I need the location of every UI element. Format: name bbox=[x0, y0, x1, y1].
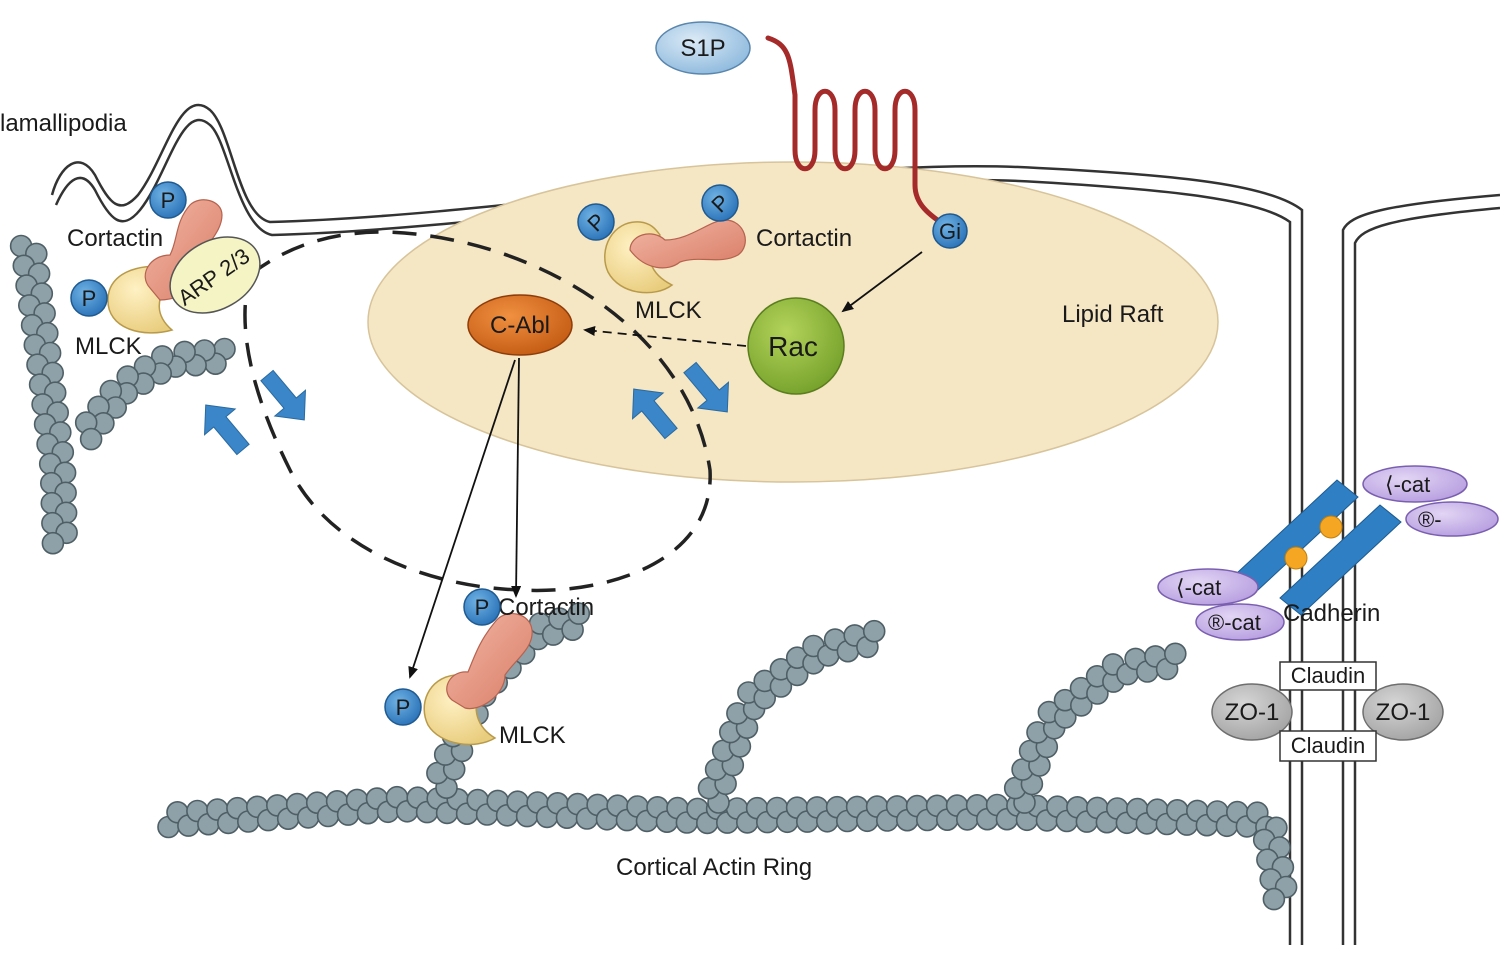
actin-filament-ring-branch-2 bbox=[697, 619, 886, 814]
claudin-bottom-label: Claudin bbox=[1291, 733, 1366, 758]
bottom-complex bbox=[423, 613, 533, 746]
alpha-cat-top-label: ⟨-cat bbox=[1385, 472, 1430, 497]
rac-node: Rac bbox=[747, 297, 845, 395]
alpha-cat-bottom-label: ⟨-cat bbox=[1176, 575, 1221, 600]
lamallipodia-label: lamallipodia bbox=[0, 110, 127, 137]
zo1-right: ZO-1 bbox=[1362, 683, 1444, 741]
claudin-bottom: Claudin bbox=[1279, 730, 1377, 762]
lipid-raft-label: Lipid Raft bbox=[1062, 301, 1164, 328]
actin-filament-cortical-ring bbox=[157, 785, 1298, 911]
beta-cat-bottom-label: ®-cat bbox=[1208, 610, 1261, 635]
gi-label: Gi bbox=[939, 219, 961, 244]
alpha-catenin-top: ⟨-cat bbox=[1362, 465, 1468, 503]
c-abl-label: C-Abl bbox=[490, 312, 550, 339]
calcium-ion-2 bbox=[1319, 515, 1343, 539]
arp23-complex bbox=[169, 236, 261, 314]
translocation-arrows-right bbox=[631, 361, 730, 440]
arrow-gi-to-rac bbox=[841, 251, 923, 313]
raft-complex bbox=[604, 219, 746, 294]
cell-junction: ⟨-cat ®- ⟨-cat ®-cat Cadherin ZO-1 ZO-1 … bbox=[1157, 465, 1499, 762]
mlck-raft-label: MLCK bbox=[635, 297, 702, 324]
phospho-group-4: P bbox=[701, 184, 739, 222]
actin-monomer bbox=[1262, 887, 1286, 911]
actin-monomer bbox=[567, 602, 591, 625]
phospho-group-6: P bbox=[384, 688, 422, 726]
beta-catenin-bottom: ®-cat bbox=[1195, 603, 1285, 641]
cortactin-raft bbox=[629, 219, 746, 269]
s1p-label: S1P bbox=[680, 35, 725, 62]
phospho-group-1: P bbox=[149, 181, 187, 219]
arrow-c-abl-to-cortactin bbox=[511, 357, 522, 598]
zo1-right-label: ZO-1 bbox=[1376, 699, 1431, 726]
zo1-left-label: ZO-1 bbox=[1225, 699, 1280, 726]
actin-monomer bbox=[1164, 642, 1187, 666]
cadherin-dimer bbox=[1236, 479, 1402, 616]
cortactin-raft-label: Cortactin bbox=[756, 225, 852, 252]
s1p-ligand: S1P bbox=[655, 21, 751, 75]
cadherin-label: Cadherin bbox=[1283, 600, 1380, 627]
translocation-path bbox=[243, 230, 712, 593]
zo1-left: ZO-1 bbox=[1211, 683, 1293, 741]
phospho-label-5: P bbox=[475, 595, 490, 620]
actin-monomer bbox=[41, 531, 65, 555]
cortical-actin-ring-label: Cortical Actin Ring bbox=[616, 854, 812, 881]
cortactin-bottom-label: Cortactin bbox=[498, 594, 594, 621]
mlck-bottom-label: MLCK bbox=[499, 722, 566, 749]
phospho-label-1: P bbox=[161, 188, 176, 213]
calcium-ion-1 bbox=[1284, 546, 1308, 570]
actin-filament-left-branch bbox=[74, 337, 236, 451]
phospho-label-6: P bbox=[396, 695, 411, 720]
actin-filament-left-vertical bbox=[9, 234, 78, 555]
cadherin-right-strand bbox=[1279, 504, 1402, 616]
s1p-receptor bbox=[765, 35, 949, 229]
arrow-c-abl-to-mlck bbox=[408, 359, 516, 679]
actin-filaments bbox=[9, 234, 1298, 911]
claudin-top-label: Claudin bbox=[1291, 663, 1366, 688]
actin-filament-ring-branch-3 bbox=[1003, 642, 1187, 814]
arrow-rac-to-c-abl bbox=[583, 326, 747, 347]
cortactin-bottom bbox=[446, 613, 533, 710]
actin-monomer bbox=[862, 619, 886, 643]
translocation-arrows-left bbox=[203, 369, 307, 456]
claudin-top: Claudin bbox=[1279, 661, 1377, 691]
c-abl-node: C-Abl bbox=[467, 294, 573, 356]
phospho-group-5: P bbox=[463, 588, 501, 626]
alpha-catenin-bottom: ⟨-cat bbox=[1157, 568, 1259, 606]
cortactin-left-label: Cortactin bbox=[67, 225, 163, 252]
beta-catenin-top: ®- bbox=[1405, 501, 1499, 537]
mlck-left-label: MLCK bbox=[75, 333, 142, 360]
beta-cat-top-label: ®- bbox=[1418, 507, 1442, 532]
phospho-label-2: P bbox=[82, 286, 97, 311]
left-complex: ARP 2/3 bbox=[107, 199, 261, 334]
cell-membrane bbox=[50, 103, 1500, 945]
rac-label: Rac bbox=[768, 331, 818, 362]
phospho-group-3: P bbox=[577, 203, 615, 241]
actin-monomer bbox=[79, 427, 103, 451]
phospho-group-2: P bbox=[70, 279, 108, 317]
gi-protein: Gi bbox=[932, 213, 968, 249]
